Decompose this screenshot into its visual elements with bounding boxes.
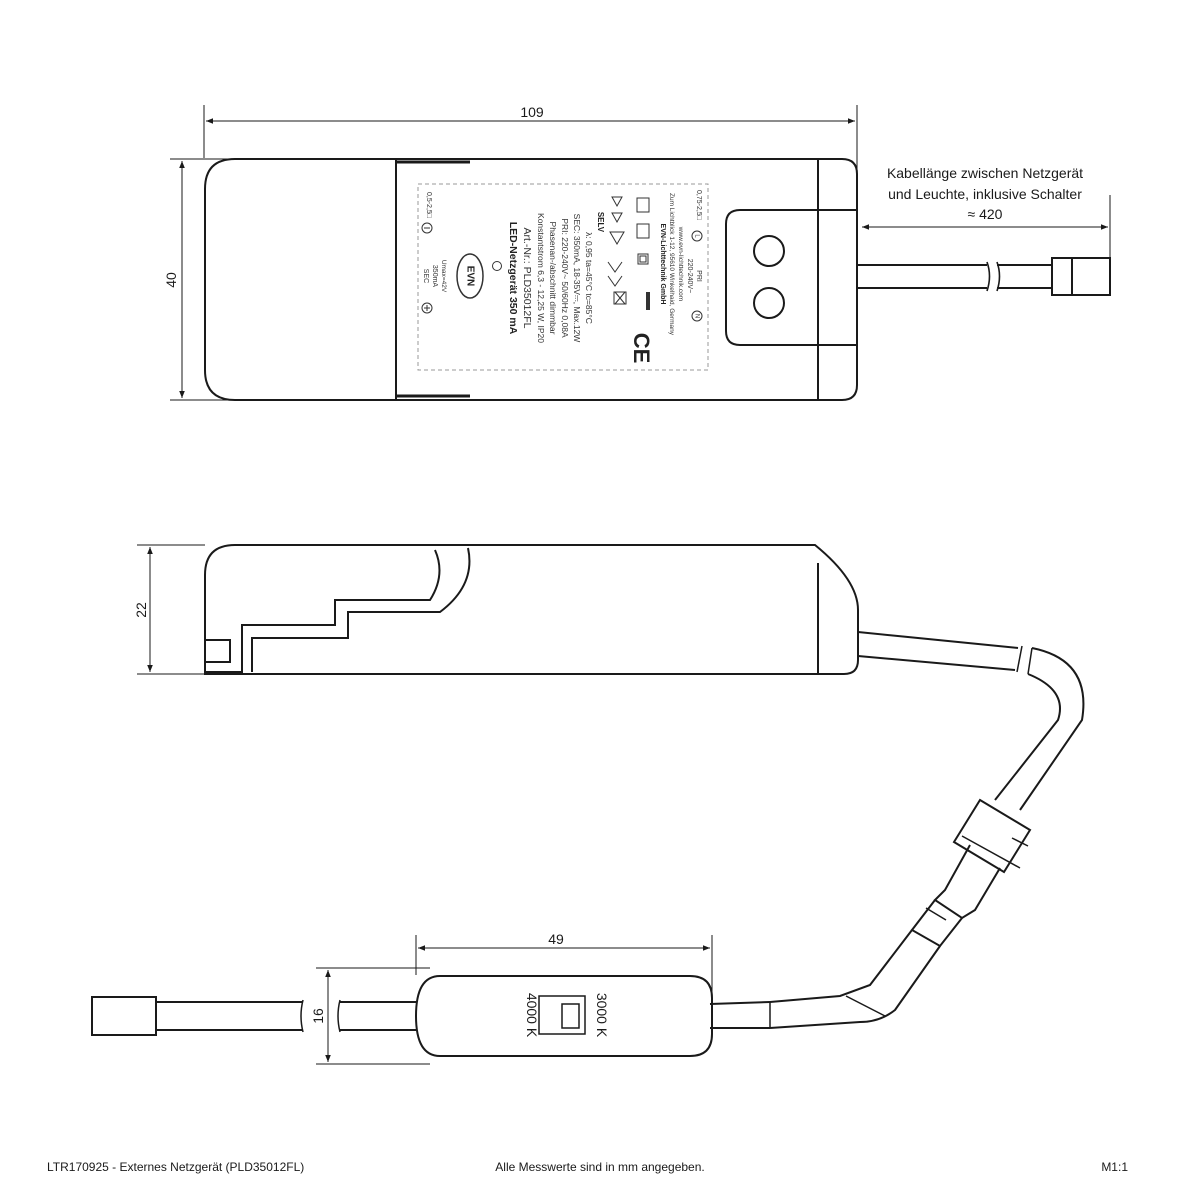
symbol-column bbox=[607, 196, 650, 310]
footer-right: M1:1 bbox=[1101, 1160, 1128, 1174]
dim-switch-length: 49 bbox=[548, 931, 564, 947]
lamp-icon bbox=[636, 223, 650, 239]
top-dimension-lines bbox=[179, 118, 1108, 398]
label-line7: λ: 0,95 ta=45°C tc=85°C bbox=[584, 232, 594, 324]
label-title: LED-Netzgerät 350 mA bbox=[507, 222, 519, 335]
label-brand: EVN bbox=[464, 266, 475, 287]
dimmer-icon bbox=[607, 261, 623, 273]
label-maker1: EVN-Lichttechnik GmbH bbox=[659, 224, 666, 305]
svg-text:L: L bbox=[693, 234, 699, 238]
cable-note-line1: Kabellänge zwischen Netzgerät bbox=[887, 165, 1083, 181]
label-pri-voltage: 220-240V~ bbox=[686, 259, 693, 293]
label-pri-title: PRI bbox=[695, 270, 702, 282]
label-maker2: Zum Lichtblick 1-12, 95610 Winkelhaid, G… bbox=[668, 193, 675, 336]
label-line6: SEC: 350mA, 18-35V⎓, Max.12W bbox=[572, 214, 582, 343]
dim-top-width: 40 bbox=[163, 272, 179, 288]
temp-warn-icon bbox=[611, 212, 623, 224]
cert-mark-icon bbox=[492, 261, 502, 271]
evn-logo-icon: EVN bbox=[456, 253, 484, 299]
weee-icon bbox=[614, 291, 626, 305]
dim-side-height: 22 bbox=[133, 602, 149, 618]
label-line4: Phasenan-/abschnitt dimmbar bbox=[548, 222, 558, 335]
footer-left: LTR170925 - Externes Netzgerät (PLD35012… bbox=[47, 1160, 305, 1174]
label-pri-wire: 0,75-2,5□ bbox=[695, 190, 702, 221]
label-sec-umax: Umax=42V bbox=[440, 260, 447, 293]
cct-switch bbox=[91, 975, 713, 1057]
switch-label-4000k: 4000 K bbox=[524, 993, 540, 1038]
label-sec-title: SEC bbox=[422, 269, 429, 283]
class-ii-icon bbox=[637, 253, 649, 265]
label-art-number: Art.-Nr.: PLD35012FL bbox=[521, 228, 533, 329]
label-maker3: www.evn-lichttechnik.com bbox=[677, 226, 684, 301]
label-sec-current: 350mA bbox=[431, 265, 438, 288]
dim-warn-icon bbox=[611, 196, 623, 208]
plus-terminal-icon bbox=[421, 302, 433, 314]
label-line5: PRI: 220-240V~ 50/60Hz 0,08A bbox=[560, 218, 570, 338]
product-label: LED-Netzgerät 350 mA Art.-Nr.: PLD35012F… bbox=[421, 190, 703, 364]
top-view bbox=[170, 105, 1111, 401]
label-line3: Konstantstrom 6,3 - 12,25 W, IP20 bbox=[536, 213, 546, 343]
label-sec-wire: 0,5-2,5□ bbox=[425, 192, 432, 219]
switch-label-3000k: 3000 K bbox=[594, 993, 610, 1038]
cable-note-line2: und Leuchte, inklusive Schalter bbox=[888, 186, 1082, 202]
dim-cable-length: ≈ 420 bbox=[968, 206, 1003, 222]
minus-terminal-icon bbox=[421, 222, 433, 234]
n-terminal-icon bbox=[691, 310, 703, 322]
footer-center: Alle Messwerte sind in mm angegeben. bbox=[495, 1160, 705, 1174]
mm-mark-icon bbox=[609, 231, 625, 245]
dim-switch-height: 16 bbox=[310, 1008, 326, 1024]
svg-text:N: N bbox=[693, 314, 699, 318]
switch-dimension-lines bbox=[316, 935, 713, 1065]
label-selv: SELV bbox=[596, 212, 605, 233]
independent-icon bbox=[636, 197, 650, 213]
side-view bbox=[204, 544, 1085, 811]
inline-connector bbox=[709, 798, 1032, 1029]
ce-mark-icon: CE bbox=[629, 333, 654, 364]
dim-top-length: 109 bbox=[520, 104, 544, 120]
side-dimension-lines bbox=[137, 544, 205, 675]
l-terminal-icon bbox=[691, 230, 703, 242]
